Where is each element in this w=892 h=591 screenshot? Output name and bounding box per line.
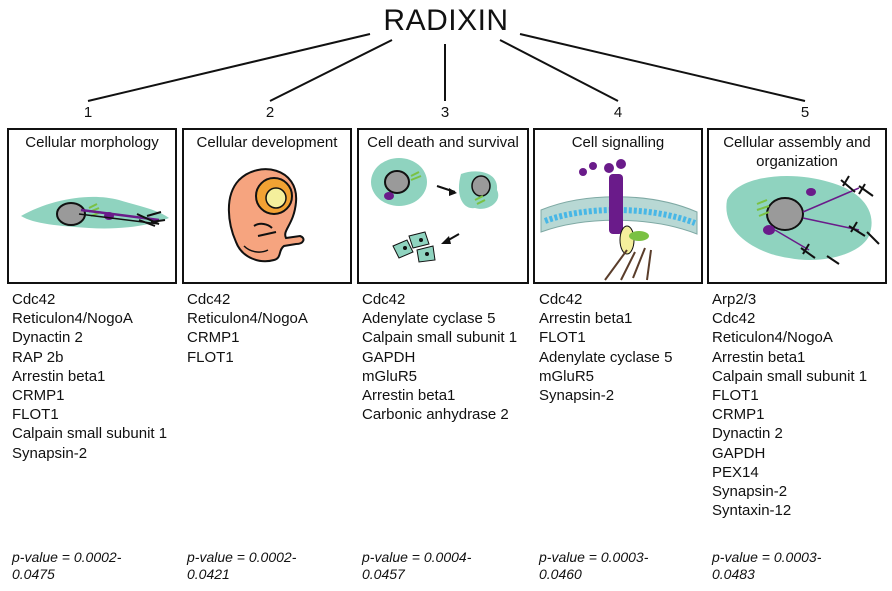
list-item: GAPDH (362, 348, 416, 366)
panel-cellular-assembly: Cellular assembly and organization (707, 128, 887, 284)
gene-list-1: Cdc42 Reticulon4/NogoA Dynactin 2 RAP 2b… (12, 290, 167, 463)
category-number-3: 3 (440, 104, 450, 121)
list-item: Cdc42 (362, 291, 406, 308)
p-value-line: p-value = 0.0003- (712, 549, 822, 565)
list-item: Arrestin beta1 (12, 367, 106, 385)
p-value-2: p-value = 0.0002- 0.0421 (187, 549, 337, 583)
list-item: Reticulon4/NogoA (12, 310, 133, 328)
p-value-line: p-value = 0.0004- (362, 549, 472, 565)
diagram-title: RADIXIN (383, 4, 509, 37)
p-value-line: p-value = 0.0002- (187, 549, 297, 565)
category-number-5: 5 (800, 104, 810, 121)
embryo-icon (227, 168, 305, 263)
p-value-line: p-value = 0.0003- (539, 549, 649, 565)
category-number-2: 2 (265, 104, 275, 121)
category-number-1: 1 (83, 104, 93, 121)
list-item: Cdc42 (539, 291, 583, 308)
list-item: Dynactin 2 (712, 425, 783, 443)
list-item: FLOT1 (539, 329, 586, 347)
list-item: FLOT1 (187, 348, 234, 366)
panel-title: Cellular morphology (25, 134, 159, 151)
category-number-4: 4 (613, 104, 623, 121)
connector-line-5 (519, 33, 806, 102)
connector-line-4 (499, 39, 619, 102)
p-value-5: p-value = 0.0003- 0.0483 (712, 549, 862, 583)
list-item: Cdc42 (187, 291, 231, 308)
list-item: Arrestin beta1 (539, 310, 633, 328)
connector-lines (87, 33, 806, 102)
connector-line-1 (87, 33, 371, 102)
panel-cellular-development: Cellular development (182, 128, 352, 284)
p-value-3: p-value = 0.0004- 0.0457 (362, 549, 512, 583)
p-value-line: 0.0457 (362, 566, 405, 582)
list-item: Arrestin beta1 (712, 348, 806, 366)
list-item: Reticulon4/NogoA (712, 329, 833, 347)
list-item: Arp2/3 (712, 291, 757, 308)
list-item: Synapsin-2 (539, 387, 615, 405)
list-item: mGluR5 (362, 367, 418, 385)
cytoskeleton-icon (726, 175, 880, 265)
p-value-line: 0.0460 (539, 566, 582, 582)
list-item: FLOT1 (12, 406, 59, 424)
list-item: Carbonic anhydrase 2 (362, 406, 509, 424)
list-item: Synapsin-2 (712, 483, 788, 501)
p-value-line: 0.0421 (187, 566, 230, 582)
list-item: CRMP1 (12, 387, 65, 405)
panel-title: Cell death and survival (367, 134, 519, 151)
membrane-receptor-icon (540, 159, 698, 281)
gene-list-3: Cdc42 Adenylate cyclase 5 Calpain small … (362, 290, 517, 424)
list-item: RAP 2b (12, 348, 64, 366)
panel-cellular-morphology: Cellular morphology (7, 128, 177, 284)
p-value-line: p-value = 0.0002- (12, 549, 122, 565)
list-item: Cdc42 (712, 310, 756, 328)
panel-title: Cellular assembly and organization (709, 133, 885, 171)
list-item: Adenylate cyclase 5 (362, 310, 496, 328)
connector-line-2 (269, 39, 393, 102)
p-value-line: 0.0475 (12, 566, 55, 582)
list-item: Arrestin beta1 (362, 387, 456, 405)
list-item: CRMP1 (712, 406, 765, 424)
gene-list-2: Cdc42 Reticulon4/NogoA CRMP1 FLOT1 (187, 290, 308, 367)
p-value-line: 0.0483 (712, 566, 755, 582)
list-item: Dynactin 2 (12, 329, 83, 347)
list-item: Adenylate cyclase 5 (539, 348, 673, 366)
panel-title: Cellular development (196, 134, 338, 151)
gene-list-4: Cdc42 Arrestin beta1 FLOT1 Adenylate cyc… (539, 290, 672, 405)
panel-cell-death-survival: Cell death and survival (357, 128, 529, 284)
list-item: Reticulon4/NogoA (187, 310, 308, 328)
p-value-4: p-value = 0.0003- 0.0460 (539, 549, 689, 583)
list-item: Calpain small subunit 1 (712, 367, 868, 385)
list-item: FLOT1 (712, 387, 759, 405)
apoptosis-icon (371, 158, 499, 263)
list-item: CRMP1 (187, 329, 240, 347)
gene-list-5: Arp2/3 Cdc42 Reticulon4/NogoA Arrestin b… (712, 290, 867, 520)
list-item: Syntaxin-12 (712, 502, 792, 520)
list-item: mGluR5 (539, 367, 595, 385)
cell-morphology-icon (21, 196, 169, 229)
panel-cell-signalling: Cell signalling (533, 128, 703, 284)
list-item: GAPDH (712, 444, 766, 462)
list-item: Cdc42 (12, 291, 56, 308)
panel-title: Cell signalling (571, 134, 665, 151)
p-value-1: p-value = 0.0002- 0.0475 (12, 549, 162, 583)
list-item: PEX14 (712, 463, 759, 481)
panel-title-line: organization (756, 153, 838, 170)
panel-title-line: Cellular assembly and (723, 134, 871, 151)
list-item: Calpain small subunit 1 (12, 425, 168, 443)
list-item: Synapsin-2 (12, 444, 88, 462)
list-item: Calpain small subunit 1 (362, 329, 518, 347)
